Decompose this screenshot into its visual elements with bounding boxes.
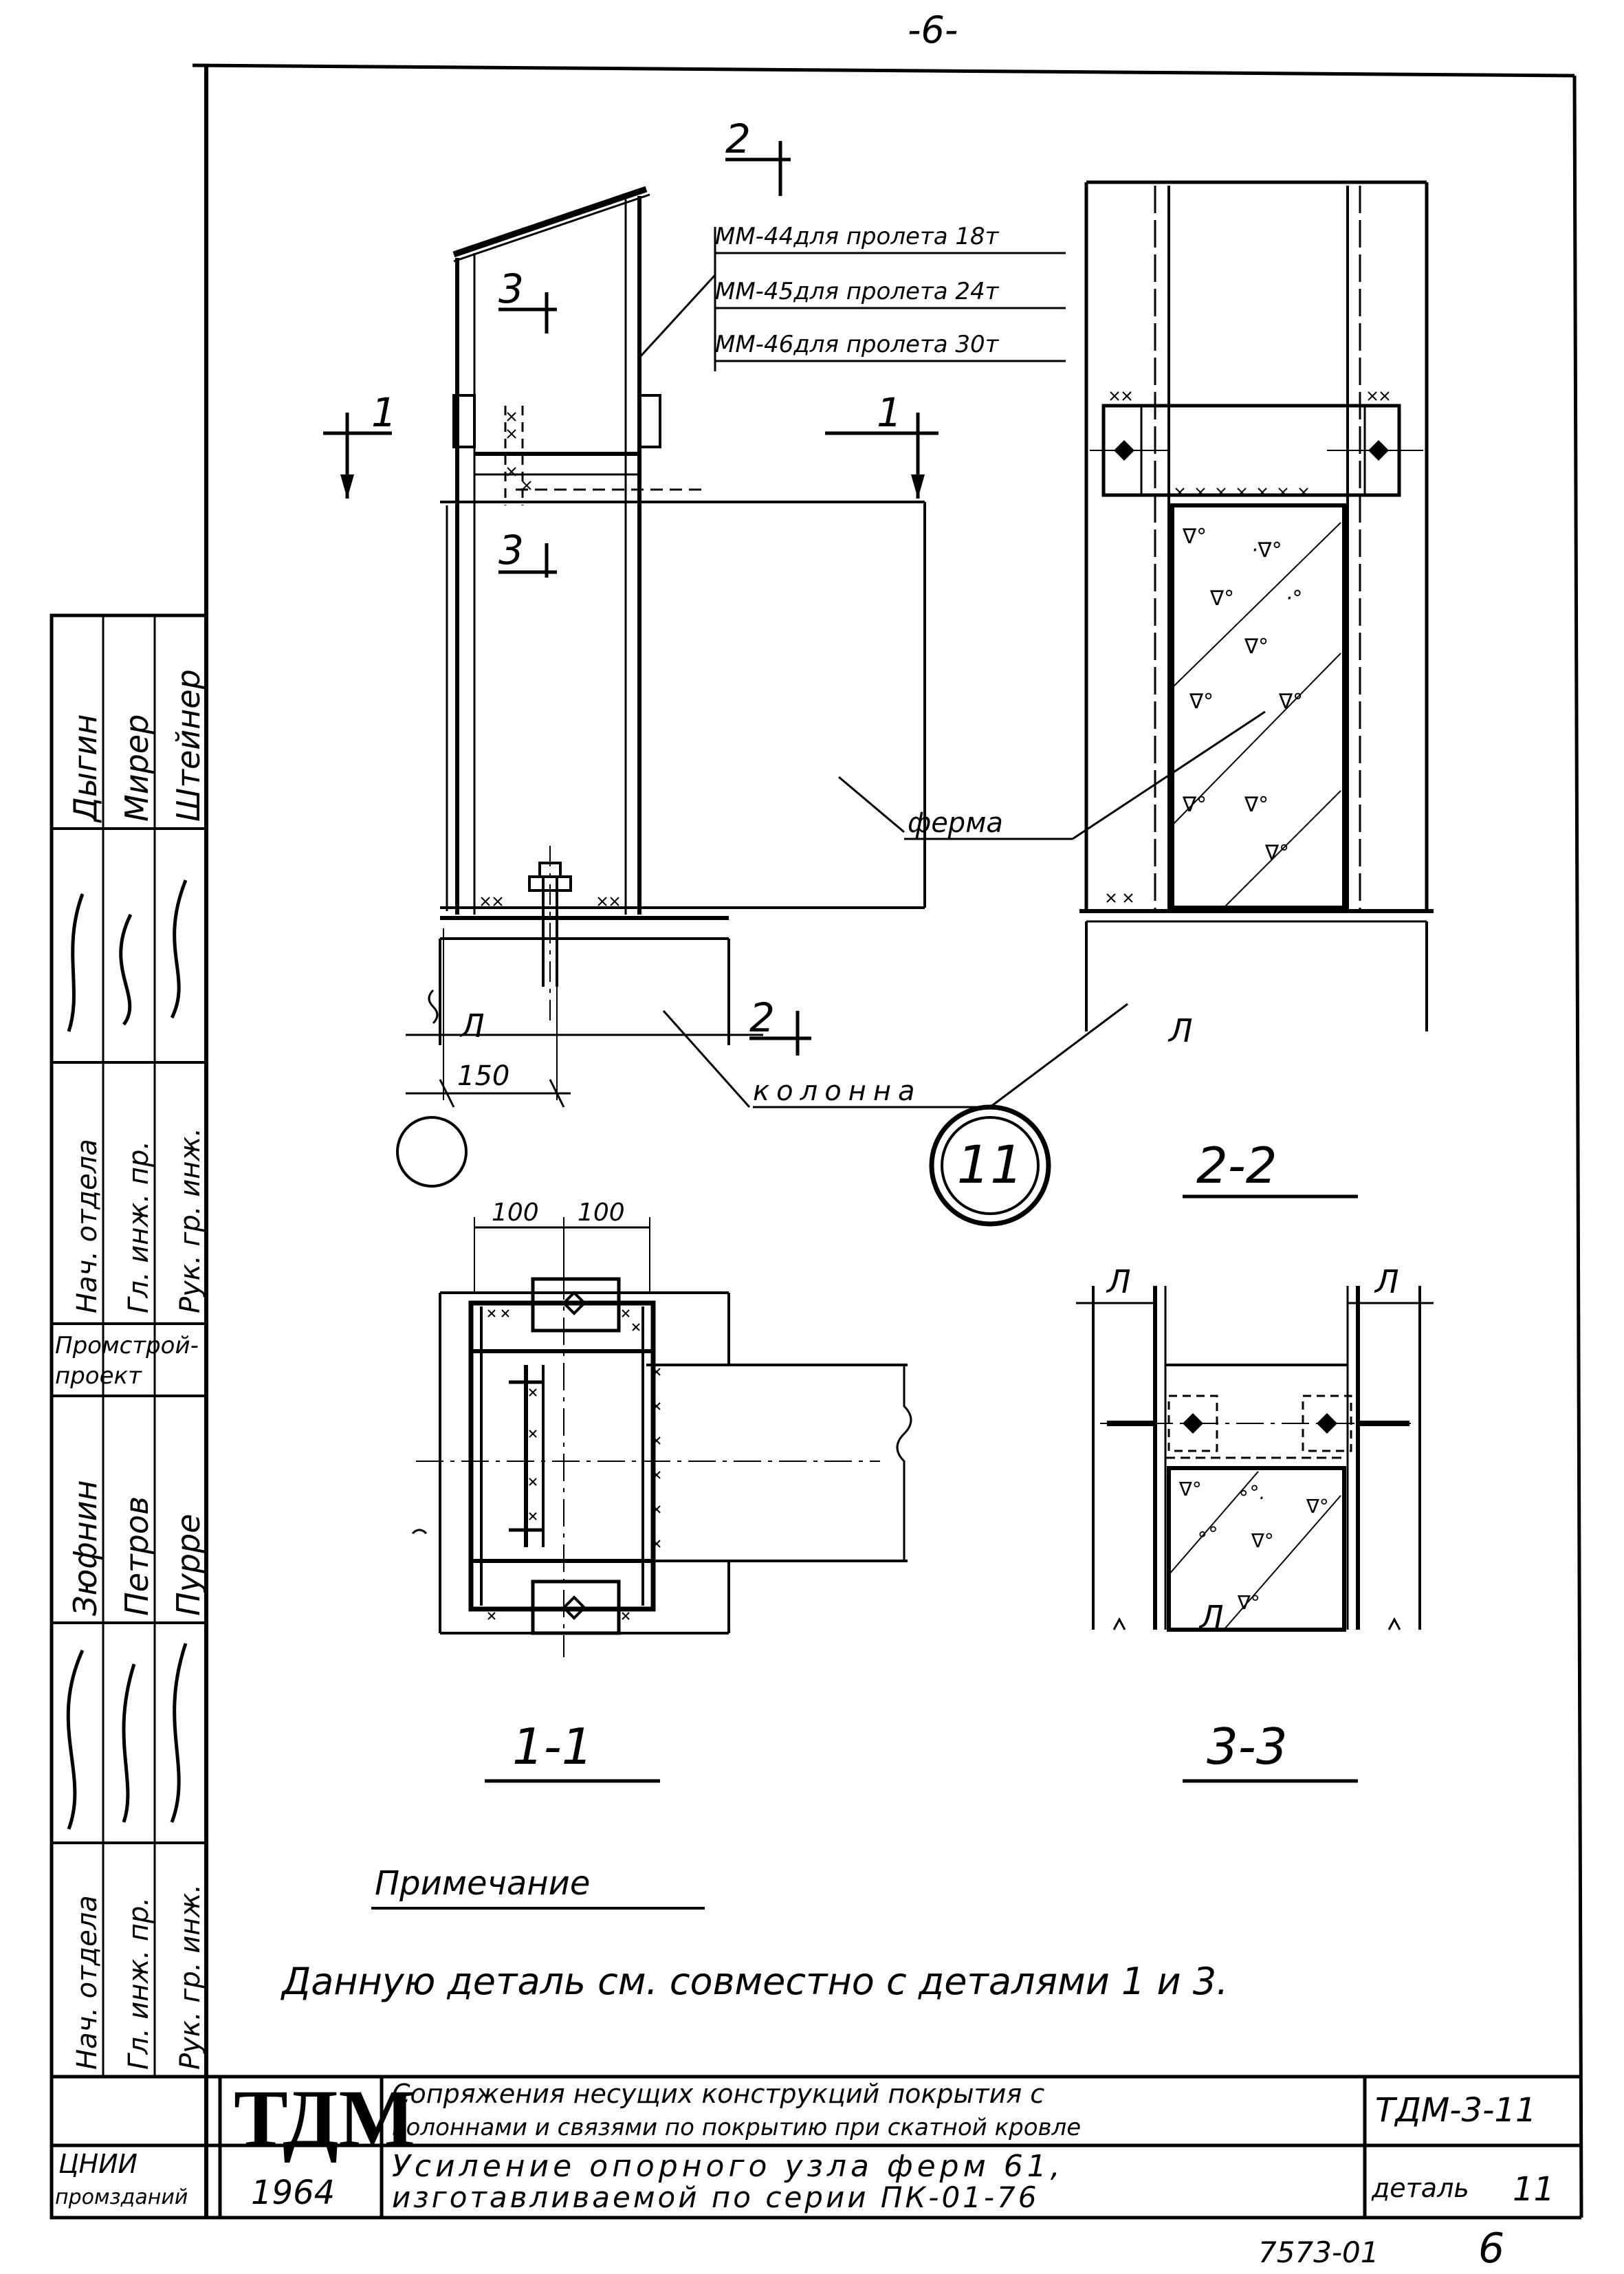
title-line1: Сопряжения несущих конструкций покрытия … bbox=[392, 2079, 1044, 2109]
svg-text:∇°: ∇° bbox=[1237, 1591, 1260, 1614]
leader-mm45: ММ-45для пролета 24т bbox=[715, 278, 1000, 305]
title-block: ТДМ 1964 ЦНИИ промзданий Сопряжения несу… bbox=[52, 2073, 1581, 2218]
axis-letter-section-3-3-right: Л bbox=[1374, 1263, 1399, 1300]
title-line2: колоннами и связями по покрытию при скат… bbox=[392, 2114, 1081, 2141]
plate-leaders: ММ-44для пролета 18т ММ-45для пролета 24… bbox=[638, 223, 1266, 1108]
truss-label: ферма bbox=[908, 807, 1003, 839]
svg-text:∇°: ∇° bbox=[1278, 690, 1303, 714]
axis-letter-section-3-3-left: Л bbox=[1106, 1263, 1131, 1300]
section-2-2-caption: 2-2 bbox=[1196, 1137, 1277, 1194]
drawing-code: ТДМ-3-11 bbox=[1375, 2091, 1537, 2130]
role-group-lead-2: Рук. гр. инж. bbox=[175, 1884, 206, 2070]
axis-bubble bbox=[396, 1116, 468, 1188]
dimension-150-label: 150 bbox=[457, 1060, 509, 1092]
signature-group2 bbox=[66, 1643, 188, 1830]
dimension-100-right: 100 bbox=[578, 1199, 625, 1227]
leader-mm46: ММ-46для пролета 30т bbox=[715, 331, 1000, 358]
year: 1964 bbox=[251, 2174, 335, 2212]
name-shteiner: Штейнер bbox=[170, 669, 207, 822]
plan-1-1-caption: 1-1 bbox=[512, 1718, 593, 1775]
elevation-view: 150 Л bbox=[396, 186, 926, 1188]
svg-text:∇°: ∇° bbox=[1306, 1495, 1329, 1518]
section-3-marker-bottom: 3 bbox=[498, 527, 524, 573]
column-label: колонна bbox=[753, 1075, 922, 1107]
section-1-marker-right: 1 bbox=[877, 389, 902, 436]
org-line1: Промстрой- bbox=[55, 1332, 199, 1359]
org-stamp-line2: промзданий bbox=[55, 2185, 188, 2209]
section-2-marker-bottom: 2 bbox=[749, 994, 775, 1041]
role-chief-engineer-1: Гл. инж. пр. bbox=[123, 1141, 155, 1313]
note-text: Данную деталь см. совместно с деталями 1… bbox=[281, 1960, 1228, 2003]
plan-1-1-view: 100 100 bbox=[411, 1199, 912, 1783]
detail-number-badge: 11 bbox=[929, 1104, 1051, 1227]
section-3-3-view: Л Л ∇° ∘°. ∇° ∘° ∇° ∇° Л 3-3 bbox=[1076, 1263, 1434, 1783]
svg-text:∇°: ∇° bbox=[1264, 841, 1289, 865]
svg-text:∇°: ∇° bbox=[1189, 690, 1214, 714]
role-chief-engineer-2: Гл. инж. пр. bbox=[123, 1897, 155, 2070]
svg-text:∇°: ∇° bbox=[1244, 793, 1269, 817]
dimension-100-left: 100 bbox=[492, 1199, 539, 1227]
leader-mm44: ММ-44для пролета 18т bbox=[715, 223, 1000, 250]
axis-letter-elevation: Л bbox=[459, 1007, 485, 1045]
svg-text:·∇°: ·∇° bbox=[1251, 538, 1282, 562]
signature-group1 bbox=[67, 879, 188, 1032]
drawing-frame bbox=[52, 63, 1583, 2220]
detail-number-title: 11 bbox=[1513, 2170, 1555, 2209]
role-head-of-dept-2: Нач. отдела bbox=[72, 1895, 103, 2070]
svg-text:·°: ·° bbox=[1286, 587, 1303, 611]
svg-text:∘°.: ∘°. bbox=[1238, 1481, 1265, 1504]
name-purre: Пурре bbox=[170, 1513, 207, 1616]
section-1-marker-left: 1 bbox=[371, 389, 397, 436]
svg-text:∘°: ∘° bbox=[1196, 1522, 1218, 1545]
subtitle-line1: Усиление опорного узла ферм 61, bbox=[392, 2149, 1064, 2184]
svg-text:∇°: ∇° bbox=[1182, 793, 1207, 817]
section-2-marker-top: 2 bbox=[725, 116, 751, 162]
role-head-of-dept-1: Нач. отдела bbox=[72, 1139, 103, 1313]
name-zyufnin: Зюфнин bbox=[67, 1480, 104, 1616]
signature-strip: Дыгин Мирер Штейнер Нач. отдела Гл. инж.… bbox=[50, 613, 208, 2220]
archive-number: 7573-01 bbox=[1258, 2235, 1379, 2269]
subtitle-line2: изготавливаемой по серии ПК-01-76 bbox=[392, 2180, 1039, 2214]
sheet-number: 6 bbox=[1478, 2224, 1504, 2273]
logo-tdm: ТДМ bbox=[234, 2073, 415, 2163]
name-petrov: Петров bbox=[118, 1496, 155, 1616]
org-line2: проект bbox=[55, 1362, 142, 1390]
section-markers-elevation: 2 3 3 1 1 2 bbox=[323, 116, 939, 1056]
section-3-marker-top: 3 bbox=[498, 265, 524, 312]
detail-label: деталь bbox=[1371, 2173, 1469, 2203]
svg-text:∇°: ∇° bbox=[1244, 635, 1269, 659]
section-3-3-caption: 3-3 bbox=[1207, 1718, 1288, 1775]
name-mirer: Мирер bbox=[118, 714, 155, 822]
axis-letter-section-3-3-bottom: Л bbox=[1198, 1599, 1224, 1636]
axis-letter-section-2-2: Л bbox=[1167, 1012, 1193, 1049]
role-group-lead-1: Рук. гр. инж. bbox=[175, 1128, 206, 1313]
note-heading: Примечание bbox=[375, 1864, 590, 1903]
svg-text:∇°: ∇° bbox=[1209, 587, 1234, 611]
svg-text:∇°: ∇° bbox=[1178, 1478, 1202, 1500]
svg-text:∇°: ∇° bbox=[1251, 1529, 1274, 1552]
detail-number: 11 bbox=[957, 1134, 1024, 1195]
org-stamp-line1: ЦНИИ bbox=[58, 2149, 138, 2179]
section-2-2-view: ∇° ·∇° ∇° ·° ∇° ∇° ∇° ∇° ∇° ∇° Л 2-2 bbox=[1079, 180, 1434, 1199]
svg-text:∇°: ∇° bbox=[1182, 525, 1207, 549]
note-block: Примечание Данную деталь см. совместно с… bbox=[281, 1864, 1228, 2003]
name-dygin: Дыгин bbox=[67, 714, 104, 823]
page-number: -6- bbox=[908, 8, 958, 52]
